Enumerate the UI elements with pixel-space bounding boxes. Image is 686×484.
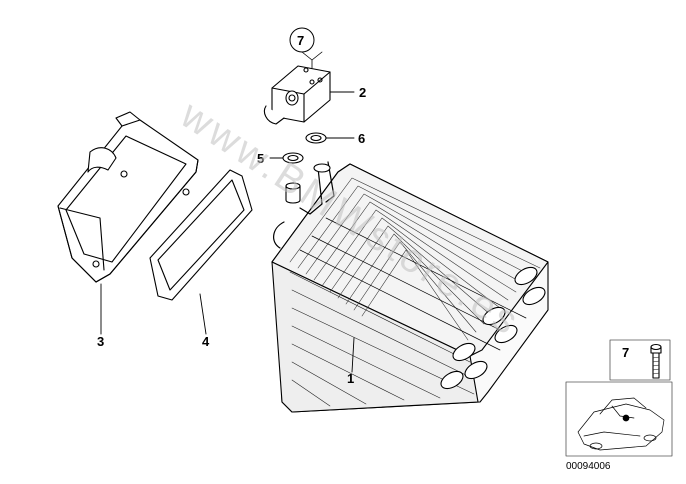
expansion-valve-icon [263,51,331,125]
leader-lines [100,49,355,373]
gasket-icon [149,169,253,301]
callout-labels: 1 2 3 4 5 6 [97,85,366,386]
inset-car-panel [565,381,673,457]
reference-number: 00094006 [566,461,611,472]
svg-text:7: 7 [297,33,304,48]
bolt-icon [650,343,662,379]
o-ring-large-icon [305,132,327,144]
callout-o-ring-small: 5 [257,151,264,166]
callout-valve-screws: 7 [289,27,315,53]
pipe-fitting-icon [285,182,301,204]
callout-o-ring-large: 6 [358,131,365,146]
callout-expansion-valve: 2 [359,85,366,100]
evaporator-core-icon [271,161,549,413]
car-silhouette-icon [577,397,665,451]
callout-inset-screw: 7 [622,345,629,360]
callout-evaporator: 1 [347,371,354,386]
callout-gasket: 4 [202,334,210,349]
callout-housing-cover: 3 [97,334,104,349]
housing-cover-icon [57,111,199,283]
inset-screw-panel: 7 [609,339,671,381]
